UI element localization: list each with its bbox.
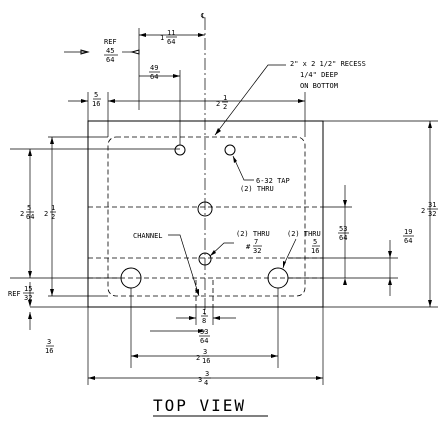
dim-den: 2	[51, 213, 55, 221]
dim-num: 45	[106, 47, 114, 55]
hole-size-mid: #	[246, 243, 251, 251]
dim-num: 5	[313, 238, 317, 246]
dim-den: 8	[202, 317, 206, 325]
thru-note-mid: (2) THRU	[236, 230, 270, 238]
tap-note-line2: (2) THRU	[240, 185, 274, 193]
dim-num: 31	[428, 201, 436, 209]
dim-num: 3	[203, 348, 207, 356]
dim-den: 64	[150, 73, 158, 81]
part-outline	[87, 120, 324, 308]
dim-whole: 2	[44, 210, 48, 218]
dim-num: 11	[167, 29, 175, 37]
dim-num: 1	[202, 308, 206, 316]
recess-note-line3: ON BOTTOM	[300, 82, 338, 90]
dim-den: 4	[204, 379, 208, 387]
ref-label-left: REF	[8, 290, 21, 298]
dim-num: 7	[254, 238, 258, 246]
tap-leader	[232, 155, 254, 181]
dim-num: 1	[223, 94, 227, 102]
thru-note-right: (2) THRU	[287, 230, 321, 238]
dim-whole: 1	[160, 34, 164, 42]
dim-whole: 3	[198, 376, 202, 384]
dim-den: 32	[253, 247, 261, 255]
dim-whole: 2	[421, 207, 425, 215]
channel-label: CHANNEL	[133, 232, 163, 240]
dim-den: 64	[167, 38, 175, 46]
dim-whole: 2	[196, 354, 200, 362]
recess-note-line1: 2" x 2 1/2" RECESS	[290, 60, 366, 68]
dim-den: 64	[200, 337, 208, 345]
dim-den: 32	[428, 210, 436, 218]
dim-num: 53	[200, 328, 208, 336]
dim-den: 2	[223, 103, 227, 111]
dim-den: 16	[311, 247, 319, 255]
dim-num: 15	[24, 285, 32, 293]
dim-den: 64	[106, 56, 114, 64]
hole-tapped	[224, 144, 236, 156]
dim-num: 1	[51, 204, 55, 212]
ref-label-top: REF	[104, 38, 117, 46]
dim-den: 32	[24, 294, 32, 302]
dim-den: 64	[404, 237, 412, 245]
hole-mid	[198, 252, 212, 266]
dim-num: 5	[27, 204, 31, 212]
dim-num: 3	[205, 370, 209, 378]
dim-num: 5	[94, 91, 98, 99]
recess-leader	[214, 64, 286, 136]
centerline-symbol: ℄	[200, 12, 206, 20]
hole-center	[197, 201, 213, 217]
hole-small	[174, 144, 186, 156]
dim-num: 3	[47, 338, 51, 346]
dim-num: 53	[339, 225, 347, 233]
dim-whole: 2	[20, 210, 24, 218]
dim-den: 16	[202, 357, 210, 365]
dim-den: 16	[92, 100, 100, 108]
recess-hidden-outline	[107, 136, 306, 297]
view-title: TOP VIEW	[153, 396, 246, 415]
tap-note-line1: 6-32 TAP	[256, 177, 290, 185]
channel-leader	[168, 234, 200, 297]
dim-den: 64	[339, 234, 347, 242]
dim-whole: 2	[216, 100, 220, 108]
dim-num: 49	[150, 64, 158, 72]
dim-den: 64	[26, 213, 34, 221]
recess-note-line2: 1/4" DEEP	[300, 71, 338, 79]
dim-num: 19	[404, 228, 412, 236]
dim-den: 16	[45, 347, 53, 355]
